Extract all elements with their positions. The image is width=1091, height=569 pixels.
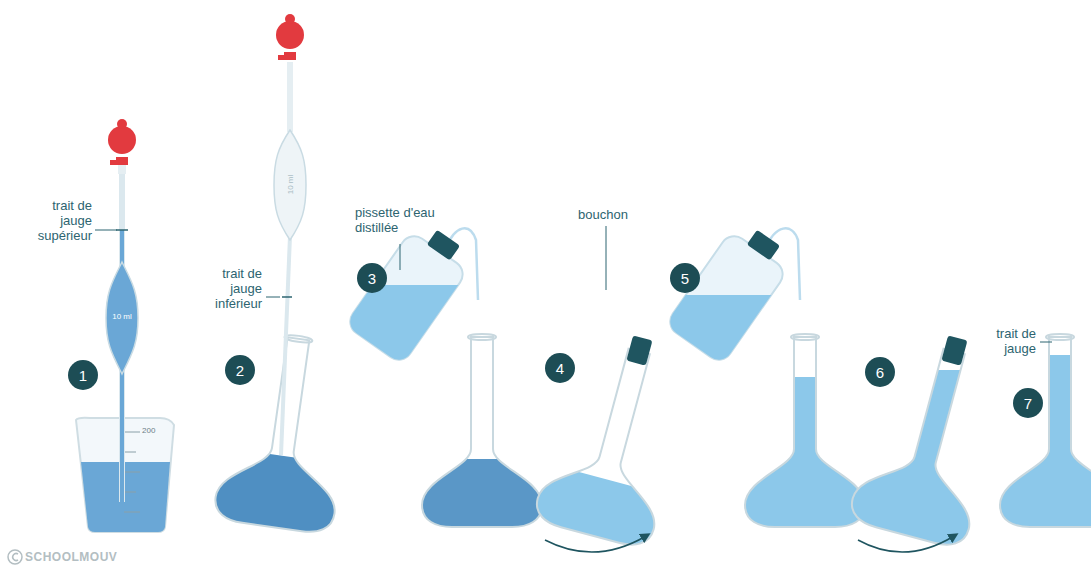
callout-label: trait de jauge inférieur bbox=[198, 266, 262, 311]
leader-line bbox=[95, 230, 117, 231]
callout-label: trait de jauge supérieur bbox=[30, 198, 92, 243]
volume-marking: 10 ml bbox=[108, 312, 136, 321]
graduation-number: 200 bbox=[142, 426, 166, 435]
leader-line bbox=[1040, 342, 1052, 343]
step-number: 2 bbox=[236, 362, 244, 379]
step-number-circle: 3 bbox=[357, 263, 387, 293]
rotation-arrow bbox=[545, 536, 646, 552]
step-number-circle: 5 bbox=[670, 263, 700, 293]
step-number: 6 bbox=[876, 364, 884, 381]
leader-line bbox=[266, 297, 280, 298]
step-number: 1 bbox=[79, 367, 87, 384]
pipette bbox=[106, 119, 138, 502]
step-number-circle: 6 bbox=[865, 357, 895, 387]
watermark: SCHOOLMOUV bbox=[25, 550, 145, 564]
callout-label: bouchon bbox=[578, 207, 648, 222]
step-number-circle: 7 bbox=[1013, 388, 1043, 418]
volume-marking: 10 ml bbox=[286, 171, 295, 199]
copyright-symbol bbox=[8, 550, 22, 564]
callout-label: trait de jauge bbox=[978, 326, 1036, 356]
step-number: 7 bbox=[1024, 395, 1032, 412]
volumetric-flask bbox=[507, 317, 720, 569]
step-number: 5 bbox=[681, 270, 689, 287]
step-number-circle: 4 bbox=[545, 353, 575, 383]
step-number: 4 bbox=[556, 360, 564, 377]
pipette bbox=[274, 14, 306, 455]
step-number-circle: 2 bbox=[225, 355, 255, 385]
wash-bottle bbox=[303, 205, 524, 432]
leader-line bbox=[400, 244, 401, 270]
step-number: 3 bbox=[368, 270, 376, 287]
callout-label: pissette d'eau distillée bbox=[355, 205, 463, 235]
rotation-arrow bbox=[858, 536, 954, 552]
volumetric-flask bbox=[770, 304, 1046, 569]
leader-line bbox=[606, 226, 607, 290]
wash-bottle bbox=[623, 208, 849, 441]
step-number-circle: 1 bbox=[68, 360, 98, 390]
volumetric-flask bbox=[412, 334, 552, 539]
volumetric-flask bbox=[990, 334, 1091, 535]
